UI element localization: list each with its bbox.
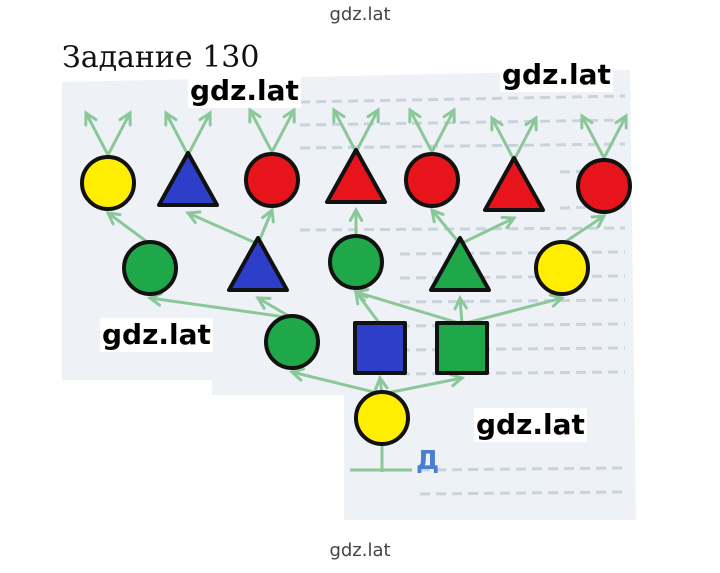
tree-nodes: [80, 148, 632, 446]
top-branch-right-1: [186, 111, 212, 157]
branch-l1-3: [354, 290, 464, 326]
top-branch-right-4-head: [442, 107, 456, 124]
branch-l1-1-head: [255, 296, 272, 310]
top-branch-left-1-head: [164, 110, 178, 127]
branch-l1-5-head: [548, 293, 566, 308]
node-blue-square-l1-1: [353, 321, 407, 375]
branch-l2-1-head: [185, 210, 202, 225]
top-branch-right-5: [512, 116, 538, 162]
watermark-2: gdz.lat: [500, 58, 613, 92]
node-green-triangle-l2-3: [429, 236, 491, 292]
top-branch-left-0: [84, 111, 110, 157]
branch-l2-4-head: [430, 207, 445, 224]
top-branch-right-6: [602, 114, 628, 160]
branch-l1-4-head: [453, 294, 469, 311]
branch-l1-4: [458, 296, 464, 326]
top-branch-left-5-head: [490, 115, 504, 132]
node-green-circle-l1-0: [264, 314, 320, 370]
node-red-circle-l3-2: [244, 152, 300, 208]
branch-l2-6-head: [590, 214, 607, 229]
branch-l2-2-head: [261, 207, 275, 224]
watermark-top: gdz.lat: [329, 4, 391, 25]
node-yellow-circle-l3-0: [80, 155, 136, 211]
top-branch-right-2: [270, 108, 296, 154]
top-branch-right-3-head: [366, 107, 380, 124]
tree-label: Д: [416, 446, 440, 476]
branch-l2-3-head: [348, 206, 364, 223]
top-branch-right-0: [106, 111, 132, 157]
branch-l0-2-head: [449, 372, 466, 388]
branch-l1-5: [460, 296, 564, 326]
watermark-bottom: gdz.lat: [329, 540, 391, 561]
top-branch-right-3: [354, 108, 380, 154]
node-red-circle-l3-4: [404, 152, 460, 208]
node-red-triangle-l3-3: [325, 148, 387, 204]
node-blue-triangle-l3-1: [157, 151, 219, 207]
branch-l0-1-head: [374, 374, 389, 391]
branch-l2-0-head: [105, 211, 122, 226]
branch-l0-2: [380, 376, 464, 396]
node-green-circle-l2-2: [328, 234, 384, 290]
branch-l2-5-head: [500, 215, 517, 230]
branch-l0-0-head: [288, 367, 306, 382]
task-title: Задание 130: [62, 40, 260, 75]
top-branch-right-0-head: [118, 110, 132, 127]
top-branch-right-2-head: [282, 107, 296, 124]
top-branch-right-4: [430, 108, 456, 154]
branch-l2-5: [458, 216, 516, 246]
node-yellow-circle-l0-0: [354, 390, 410, 446]
top-branch-left-4-head: [408, 107, 422, 124]
tree-branches: [84, 107, 628, 472]
top-branch-left-0-head: [84, 110, 98, 127]
branch-l2-0: [106, 211, 152, 246]
branch-l2-4: [430, 208, 462, 246]
top-branch-right-5-head: [524, 115, 538, 132]
watermark-3: gdz.lat: [100, 318, 213, 352]
top-branch-left-2: [248, 108, 274, 154]
top-branch-left-6-head: [580, 113, 594, 130]
node-green-square-l1-2: [435, 321, 489, 375]
watermark-4: gdz.lat: [474, 408, 587, 442]
node-red-triangle-l3-5: [483, 156, 545, 212]
top-branch-left-5: [490, 116, 516, 162]
top-branch-left-6: [580, 114, 606, 160]
top-branch-right-6-head: [614, 113, 628, 130]
top-branch-right-1-head: [198, 110, 212, 127]
branch-l1-3-head: [353, 288, 370, 303]
top-branch-left-3-head: [332, 107, 346, 124]
node-blue-triangle-l2-1: [227, 236, 289, 292]
watermark-1: gdz.lat: [188, 74, 301, 108]
branch-l2-1: [186, 211, 260, 246]
top-branch-left-1: [164, 111, 190, 157]
branch-l2-6: [560, 214, 606, 246]
node-red-circle-l3-6: [576, 158, 632, 214]
top-branch-left-2-head: [248, 107, 262, 124]
branch-l1-0-head: [146, 292, 163, 307]
branch-l0-0: [290, 370, 384, 396]
top-branch-left-3: [332, 108, 358, 154]
node-green-circle-l2-0: [122, 240, 178, 296]
node-yellow-circle-l2-4: [534, 240, 590, 296]
top-branch-left-4: [408, 108, 434, 154]
branch-l1-0: [148, 296, 294, 320]
